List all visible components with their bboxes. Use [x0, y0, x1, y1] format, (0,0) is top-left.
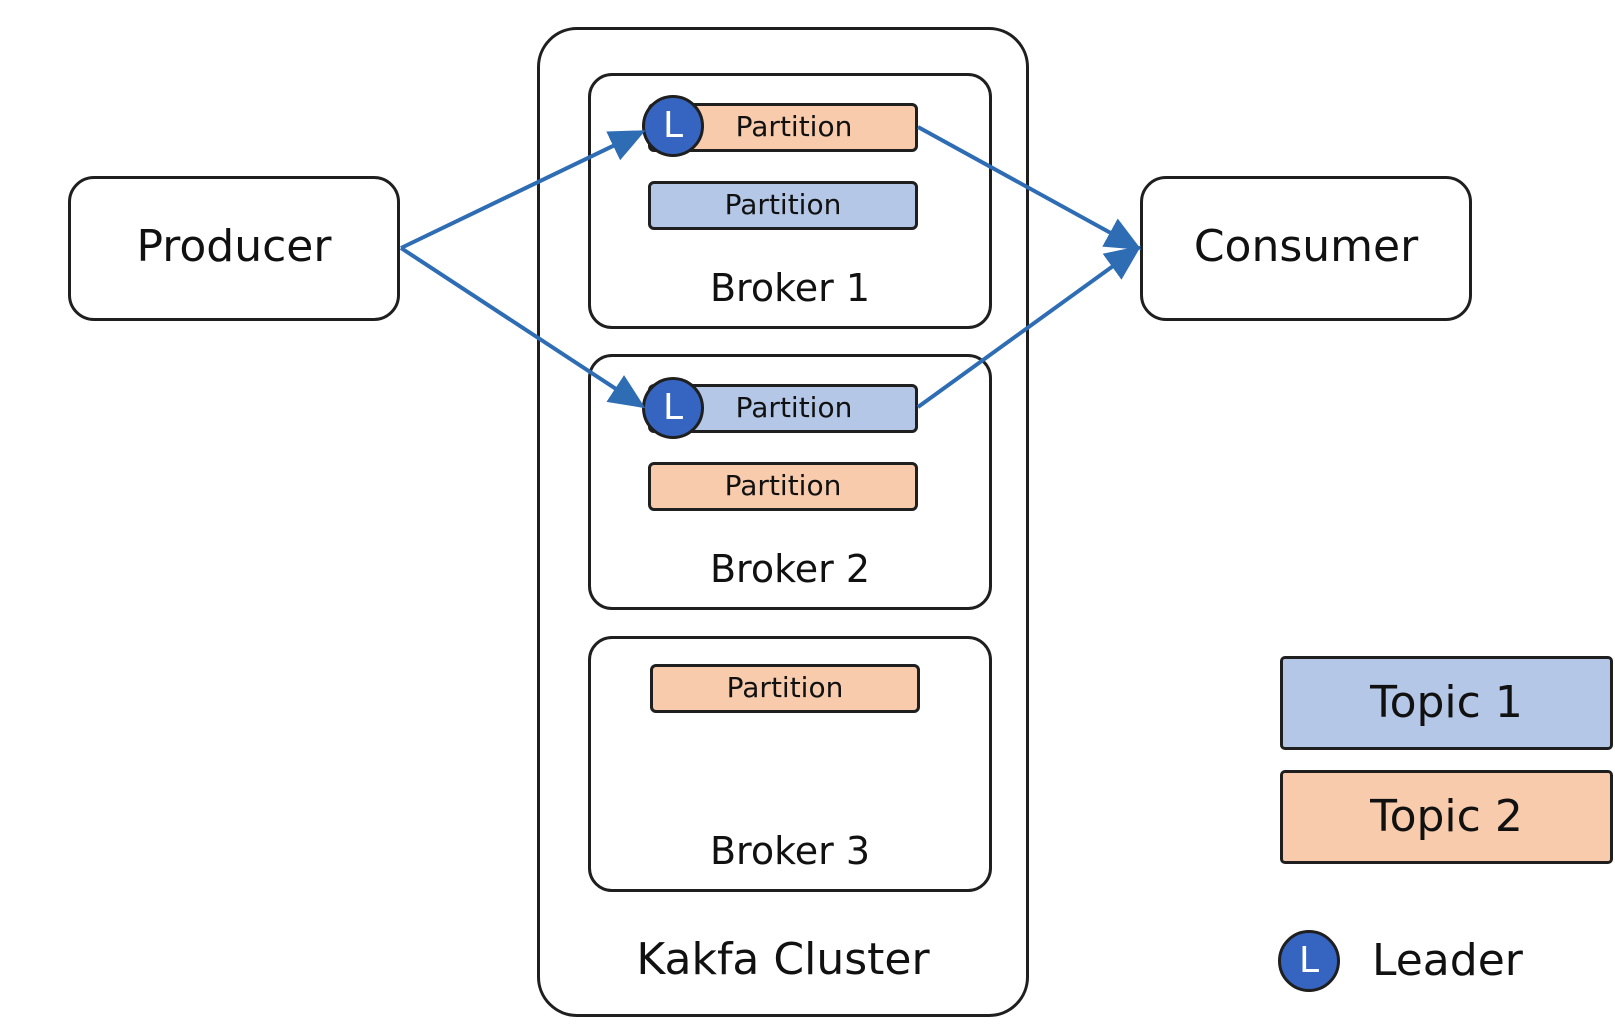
partition-label: Partition: [726, 671, 844, 704]
broker-3-label: Broker 3: [709, 829, 870, 873]
legend-topic-1: Topic 1: [1280, 656, 1613, 750]
cluster-label: Kakfa Cluster: [636, 934, 930, 985]
partition-label: Partition: [735, 110, 853, 143]
producer-label: Producer: [136, 221, 332, 272]
partition-label: Partition: [724, 188, 842, 221]
legend-leader-label: Leader: [1372, 935, 1523, 986]
broker-2-label: Broker 2: [709, 547, 870, 591]
legend-leader-letter: L: [1298, 940, 1320, 981]
partition-label: Partition: [724, 469, 842, 502]
legend-topic-1-label: Topic 1: [1370, 677, 1523, 728]
leader-badge-b2: L: [642, 377, 704, 439]
partition-b3-p1: Partition: [650, 664, 920, 713]
producer-box: Producer: [68, 176, 400, 321]
partition-label: Partition: [735, 391, 853, 424]
legend-leader-icon: L: [1278, 930, 1340, 992]
legend-topic-2-label: Topic 2: [1370, 791, 1523, 842]
legend-topic-2: Topic 2: [1280, 770, 1613, 864]
broker-1-label: Broker 1: [709, 266, 870, 310]
leader-letter: L: [662, 105, 684, 146]
partition-b2-p2: Partition: [648, 462, 918, 511]
partition-b1-p2: Partition: [648, 181, 918, 230]
leader-badge-b1: L: [642, 95, 704, 157]
consumer-box: Consumer: [1140, 176, 1472, 321]
consumer-label: Consumer: [1193, 221, 1419, 272]
leader-letter: L: [662, 387, 684, 428]
